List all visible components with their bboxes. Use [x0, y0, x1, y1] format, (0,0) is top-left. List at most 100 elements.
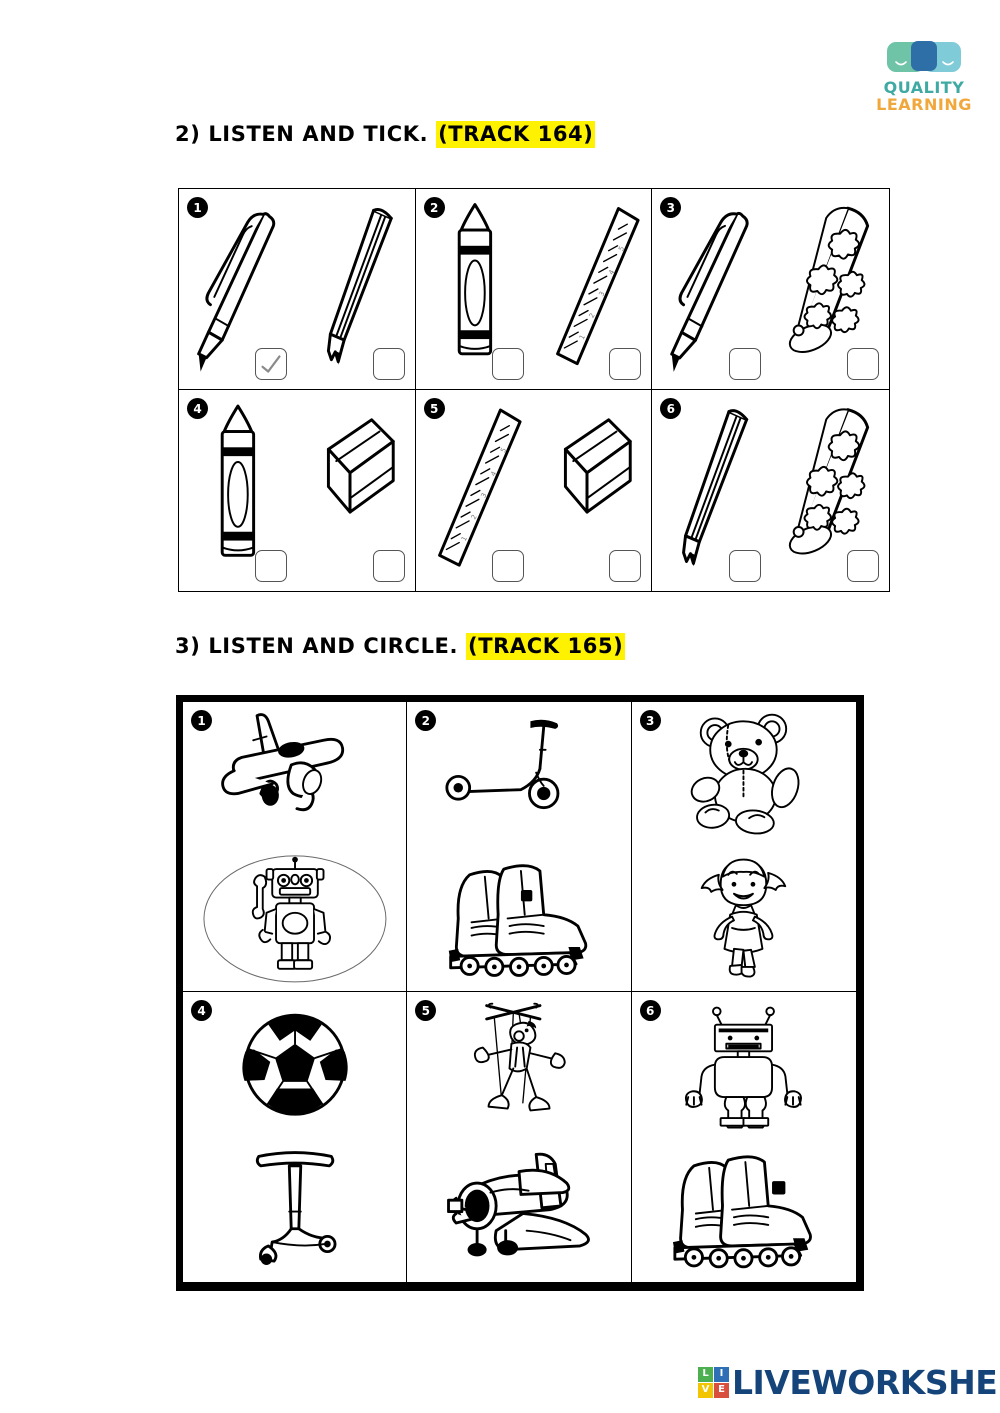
exercise-2-heading: 2) LISTEN AND TICK. (TRACK 164) [175, 121, 596, 148]
exercise-3-option[interactable] [632, 847, 856, 992]
square-v: V [698, 1382, 713, 1398]
tick-checkbox[interactable] [372, 348, 405, 380]
exercise-3-grid: 1 [183, 702, 856, 1282]
exercise-3-option[interactable] [183, 992, 406, 1137]
exercise-3-cell: 6 [631, 992, 856, 1282]
pencil-case-icon [788, 206, 869, 353]
cell-number-badge: 2 [415, 710, 437, 731]
exercise-3-cell: 1 [183, 702, 408, 992]
cell-number-badge: 1 [187, 197, 208, 218]
cell-number-badge: 4 [187, 398, 208, 419]
puppet-icon [473, 1002, 566, 1112]
pen-icon [197, 212, 276, 372]
exercise-2-option[interactable]: 1 2 3 4 5 [416, 390, 534, 591]
exercise-3-track-badge: (TRACK 165) [466, 633, 626, 660]
svg-text:2: 2 [469, 513, 478, 521]
tick-checkbox[interactable] [372, 550, 405, 582]
eraser-icon [563, 418, 632, 514]
exercise-3-option[interactable] [632, 702, 856, 847]
cell-number-badge: 1 [191, 710, 212, 731]
svg-text:5: 5 [499, 447, 508, 455]
svg-text:2: 2 [587, 312, 596, 320]
svg-text:1: 1 [577, 333, 586, 341]
toy-robot-icon [251, 857, 331, 971]
exercise-2-option[interactable] [771, 390, 889, 591]
liveworksheets-squares-icon: L I V E [698, 1366, 729, 1398]
exercise-2-option[interactable] [179, 189, 297, 389]
tick-checkbox[interactable] [609, 550, 642, 582]
toy-plane-icon [447, 1152, 590, 1257]
rollerblades-icon [448, 864, 588, 978]
tick-checkbox[interactable] [728, 550, 761, 582]
cell-number-badge: 5 [423, 398, 445, 419]
tick-checkbox[interactable] [609, 348, 642, 380]
tick-checkbox[interactable] [847, 348, 880, 380]
logo-word-quality: QUALITY [883, 78, 965, 97]
exercise-3-option[interactable] [632, 1137, 856, 1282]
exercise-2-option[interactable] [652, 189, 770, 389]
exercise-2-option[interactable]: 1 2 3 4 5 [534, 189, 652, 389]
liveworksheets-wordmark: LIVEWORKSHEETS [732, 1362, 1000, 1402]
exercise-2-cell: 5 1 2 3 4 5 [415, 390, 653, 591]
exercise-3-option[interactable] [407, 847, 630, 992]
svg-text:4: 4 [489, 470, 498, 478]
pencil-case-icon [788, 408, 869, 555]
exercise-3-option[interactable] [407, 1137, 630, 1282]
tick-checkbox[interactable] [491, 348, 524, 380]
scooter-front-icon [255, 1150, 337, 1265]
tick-checkbox[interactable] [254, 550, 287, 582]
exercise-2-cell: 2 1 [415, 189, 653, 390]
logo-word-learning: LEARNING [876, 95, 972, 114]
exercise-2-cell: 6 [652, 390, 889, 591]
doll-icon [701, 858, 787, 978]
tick-checkbox[interactable] [847, 550, 880, 582]
crayon-icon [220, 404, 256, 557]
quality-learning-logo: QUALITY LEARNING [866, 36, 982, 114]
exercise-3-cell: 3 [631, 702, 856, 992]
cell-number-badge: 2 [423, 197, 445, 218]
exercise-3-option[interactable] [183, 1137, 406, 1282]
liveworksheets-logo: L I V E LIVEWORKSHEETS [698, 1360, 1000, 1404]
exercise-3-heading: 3) LISTEN AND CIRCLE. (TRACK 165) [175, 633, 626, 660]
square-l: L [698, 1366, 713, 1382]
exercise-3-cell: 5 [407, 992, 632, 1282]
pencil-icon [326, 208, 393, 365]
exercise-3-option[interactable] [183, 847, 406, 992]
crayon-icon [457, 203, 492, 356]
exercise-2-option[interactable] [179, 390, 297, 591]
svg-text:1: 1 [459, 535, 468, 543]
exercise-3-heading-text: 3) LISTEN AND CIRCLE. [175, 634, 466, 658]
scooter-icon [445, 719, 560, 809]
cell-number-badge: 5 [415, 1000, 437, 1021]
svg-text:3: 3 [479, 492, 488, 500]
ruler-icon: 1 2 3 4 5 [555, 207, 640, 366]
cell-number-badge: 6 [639, 1000, 661, 1021]
svg-text:3: 3 [597, 290, 606, 298]
exercise-3-option[interactable] [407, 702, 630, 847]
cell-number-badge: 6 [660, 398, 682, 419]
exercise-2-option[interactable] [297, 390, 415, 591]
teddy-bear-icon [691, 713, 800, 835]
tick-checkbox[interactable] [491, 550, 524, 582]
tick-checkbox[interactable] [728, 348, 761, 380]
exercise-2-heading-text: 2) LISTEN AND TICK. [175, 122, 437, 146]
exercise-2-option[interactable] [652, 390, 770, 591]
pen-icon [670, 211, 749, 372]
exercise-3-option[interactable] [183, 702, 406, 847]
exercise-2-option[interactable] [297, 189, 415, 389]
eraser-icon [326, 418, 395, 514]
exercise-2-option[interactable] [534, 390, 652, 591]
exercise-3-option[interactable] [632, 992, 856, 1137]
svg-text:4: 4 [607, 269, 616, 277]
toy-robot-icon [685, 1006, 803, 1129]
football-icon [242, 1013, 348, 1116]
exercise-2-cell: 1 [179, 189, 416, 390]
exercise-3-option[interactable] [407, 992, 630, 1137]
cell-number-badge: 3 [660, 197, 682, 218]
exercise-3-frame: 1 [176, 695, 864, 1291]
exercise-2-track-badge: (TRACK 164) [436, 121, 596, 148]
exercise-2-option[interactable] [416, 189, 534, 389]
cell-number-badge: 4 [191, 1000, 212, 1021]
tick-checkbox[interactable] [254, 348, 287, 380]
exercise-2-option[interactable] [771, 189, 889, 389]
